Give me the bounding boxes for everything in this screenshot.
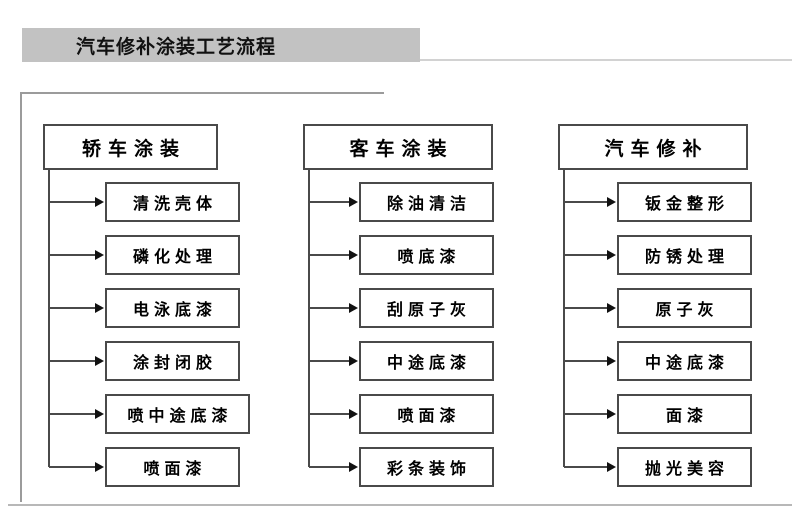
flow-step-label: 清洗壳体	[132, 194, 217, 213]
column-heading-box: 汽车修补	[558, 124, 748, 170]
flow-step-box[interactable]: 喷面漆	[105, 447, 240, 487]
column-heading-label: 汽车修补	[604, 137, 709, 160]
arrow-head-icon	[607, 356, 616, 366]
flow-step-label: 磷化处理	[132, 247, 217, 266]
flow-step-box[interactable]: 喷中途底漆	[105, 394, 250, 434]
arrow-head-icon	[607, 303, 616, 313]
connector-line	[309, 413, 351, 415]
connector-line	[309, 254, 351, 256]
arrow-head-icon	[95, 356, 104, 366]
connector-line	[564, 360, 609, 362]
trunk-line	[563, 170, 565, 467]
connector-line	[309, 466, 351, 468]
arrow-head-icon	[607, 462, 616, 472]
flow-step-label: 刮原子灰	[386, 300, 471, 319]
flow-step-box[interactable]: 刮原子灰	[359, 288, 494, 328]
connector-line	[49, 360, 97, 362]
column-heading-label: 客车涂装	[349, 137, 454, 160]
connector-line	[564, 201, 609, 203]
flow-step-box[interactable]: 中途底漆	[359, 341, 494, 381]
connector-line	[564, 413, 609, 415]
column-heading-label: 轿车涂装	[81, 137, 186, 160]
arrow-head-icon	[95, 409, 104, 419]
flow-step-box[interactable]: 中途底漆	[617, 341, 752, 381]
connector-line	[309, 360, 351, 362]
connector-line	[49, 307, 97, 309]
arrow-head-icon	[607, 250, 616, 260]
connector-line	[564, 254, 609, 256]
connector-line	[49, 466, 97, 468]
connector-line	[49, 413, 97, 415]
arrow-head-icon	[95, 303, 104, 313]
flow-step-label: 喷面漆	[397, 406, 461, 425]
flow-step-box[interactable]: 磷化处理	[105, 235, 240, 275]
title-banner	[22, 28, 420, 62]
flow-step-label: 彩条装饰	[386, 459, 471, 478]
arrow-head-icon	[349, 409, 358, 419]
flow-step-label: 钣金整形	[644, 194, 729, 213]
flow-step-box[interactable]: 抛光美容	[617, 447, 752, 487]
trunk-line	[48, 170, 50, 467]
arrow-head-icon	[95, 197, 104, 207]
trunk-line	[308, 170, 310, 467]
connector-line	[564, 307, 609, 309]
flow-step-label: 除油清洁	[386, 194, 471, 213]
connector-line	[564, 466, 609, 468]
connector-line	[309, 307, 351, 309]
flow-step-label: 涂封闭胶	[132, 353, 217, 372]
flow-step-label: 中途底漆	[386, 353, 471, 372]
arrow-head-icon	[95, 462, 104, 472]
flow-step-box[interactable]: 除油清洁	[359, 182, 494, 222]
flow-step-label: 抛光美容	[644, 459, 729, 478]
flow-step-box[interactable]: 喷面漆	[359, 394, 494, 434]
flow-step-box[interactable]: 清洗壳体	[105, 182, 240, 222]
flow-step-box[interactable]: 防锈处理	[617, 235, 752, 275]
arrow-head-icon	[349, 462, 358, 472]
column-heading-box: 客车涂装	[303, 124, 493, 170]
frame-left-border	[20, 92, 22, 502]
page-title: 汽车修补涂装工艺流程	[76, 35, 277, 58]
arrow-head-icon	[349, 250, 358, 260]
arrow-head-icon	[349, 303, 358, 313]
flow-step-box[interactable]: 彩条装饰	[359, 447, 494, 487]
flow-step-box[interactable]: 原子灰	[617, 288, 752, 328]
flow-step-label: 防锈处理	[644, 247, 729, 266]
connector-line	[309, 201, 351, 203]
arrow-head-icon	[607, 197, 616, 207]
connector-line	[49, 201, 97, 203]
flow-step-box[interactable]: 钣金整形	[617, 182, 752, 222]
arrow-head-icon	[349, 356, 358, 366]
flow-step-label: 原子灰	[655, 300, 719, 319]
flow-step-label: 喷面漆	[143, 459, 207, 478]
flow-step-box[interactable]: 面漆	[617, 394, 752, 434]
arrow-head-icon	[349, 197, 358, 207]
column-heading-box: 轿车涂装	[43, 124, 218, 170]
banner-rule	[420, 59, 792, 61]
arrow-head-icon	[607, 409, 616, 419]
flow-step-box[interactable]: 涂封闭胶	[105, 341, 240, 381]
flow-step-box[interactable]: 电泳底漆	[105, 288, 240, 328]
arrow-head-icon	[95, 250, 104, 260]
frame-top-border	[20, 92, 384, 94]
flow-step-label: 中途底漆	[644, 353, 729, 372]
flow-step-label: 喷中途底漆	[127, 406, 233, 425]
flow-step-label: 喷底漆	[397, 247, 461, 266]
connector-line	[49, 254, 97, 256]
flow-step-box[interactable]: 喷底漆	[359, 235, 494, 275]
flow-step-label: 面漆	[665, 406, 708, 425]
flow-step-label: 电泳底漆	[132, 300, 217, 319]
frame-bottom-rule	[8, 504, 792, 506]
